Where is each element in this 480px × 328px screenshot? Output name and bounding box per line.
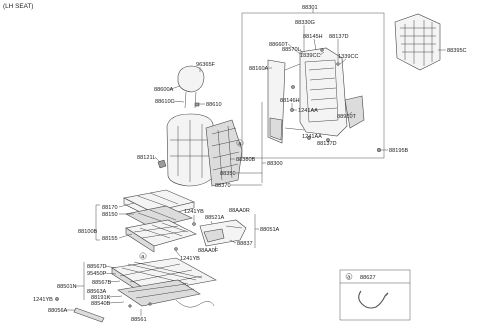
label-88501N: 88501N [57, 284, 77, 290]
label-88137D-top: 88137D [329, 34, 349, 40]
seatback-pad-icon [205, 119, 243, 187]
label-1241YB-b: 1241YB [180, 256, 200, 262]
label-88610: 88610 [206, 102, 222, 108]
label-88660T: 88660T [269, 42, 289, 48]
bolt-icon [148, 302, 152, 306]
label-1241YB-a: 1241YB [184, 209, 204, 215]
screw-icon [320, 48, 324, 52]
label-88160A: 88160A [249, 66, 269, 72]
bolt-icon [55, 297, 59, 301]
label-88191K: 88191K [91, 295, 111, 301]
label-88627: 88627 [360, 275, 376, 281]
label-88300: 88300 [267, 161, 283, 167]
label-88570L: 88570L [282, 47, 301, 53]
inset-callout-text: a [347, 275, 351, 281]
label-88146H: 88146H [280, 98, 300, 104]
callout-a-text: a [141, 254, 145, 260]
label-88521A: 88521A [205, 215, 225, 221]
seatback-cover-icon [166, 113, 215, 187]
label-96365F: 96365F [196, 62, 216, 68]
bolt-icon [192, 222, 196, 226]
label-1241AA-a: 1241AA [298, 108, 318, 114]
seat-track-icon [111, 257, 217, 308]
label-88370: 88370 [215, 183, 231, 189]
label-88155: 88155 [102, 236, 118, 242]
label-88567B: 88567B [92, 280, 112, 286]
label-88AA0F: 88AA0F [198, 248, 219, 254]
label-88145H: 88145H [303, 34, 323, 40]
label-1339CC-a: 1339CC [300, 53, 321, 59]
label-88910T: 88910T [337, 114, 357, 120]
wire-harness-icon [358, 290, 386, 309]
label-88AA0R: 88AA0R [229, 208, 250, 214]
label-88150: 88150 [102, 212, 118, 218]
guide-icon [194, 102, 200, 107]
label-88170: 88170 [102, 205, 118, 211]
headrest-icon [177, 65, 205, 109]
bolt-icon [128, 304, 132, 308]
bolt-icon [307, 136, 311, 140]
label-88350: 88350 [220, 171, 236, 177]
callout-a-text: a [238, 141, 242, 147]
label-88567D: 88567D [87, 264, 107, 270]
label-88121L: 88121L [137, 155, 156, 161]
side-shield-icon [199, 219, 247, 247]
screw-icon [336, 62, 340, 66]
label-1241AA-b: 1241AA [302, 134, 322, 140]
label-88380B: 88380B [236, 157, 256, 163]
label-88137D-bot: 88137D [317, 141, 337, 147]
callout-a-seatback [236, 139, 244, 147]
bolt-icon [376, 147, 382, 153]
track-cover-icon [73, 307, 105, 323]
label-88610C: 88610C [155, 99, 175, 105]
label-95450P: 95450P [87, 271, 107, 277]
cushion-pan-icon [125, 219, 197, 253]
inset-callout-a [345, 273, 353, 280]
label-88561: 88561 [131, 317, 147, 323]
seat-side-label: (LH SEAT) [3, 3, 33, 10]
label-88056A: 88056A [48, 308, 68, 314]
cushion-pad-icon [125, 205, 193, 229]
label-88600A: 88600A [154, 87, 174, 93]
label-88051A: 88051A [260, 227, 280, 233]
inset-box-88627 [339, 269, 411, 321]
clip-icon [157, 159, 167, 169]
clip-icon [291, 85, 295, 89]
seatback-board-icon [394, 13, 441, 71]
label-88100B: 88100B [78, 229, 98, 235]
label-88563A: 88563A [87, 289, 107, 295]
label-88195B: 88195B [389, 148, 409, 154]
label-88837: 88837 [237, 241, 253, 247]
label-88395C: 88395C [447, 48, 467, 54]
label-88301: 88301 [302, 5, 318, 11]
callout-a-cushion [139, 252, 147, 260]
bolt-icon [174, 247, 178, 251]
label-1339CC-b: 1339CC [338, 54, 359, 60]
label-1241YB-c: 1241YB [33, 297, 53, 303]
label-88540B: 88540B [91, 301, 111, 307]
label-88330G: 88330G [295, 20, 315, 26]
seatback-frame-icon [267, 47, 365, 144]
